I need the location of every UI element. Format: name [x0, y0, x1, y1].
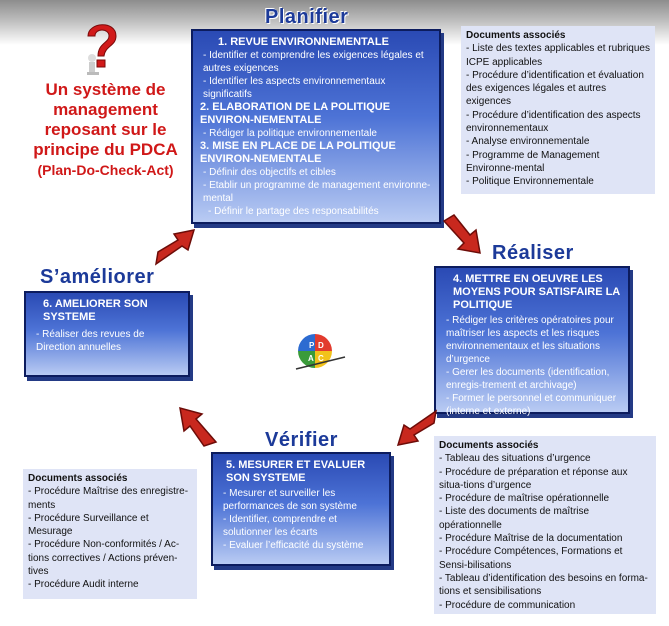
plan-item-2: - Identifier les aspects environnementau… [203, 76, 386, 100]
phase-title-check: Vérifier [265, 429, 338, 451]
do-doc-item: - Procédure Compétences, Formations et S… [439, 546, 623, 571]
act-box: 6. AMELIORER SON SYSTEME - Réaliser des … [24, 291, 190, 377]
plan-heading-3: 3. MISE EN PLACE DE LA POLITIQUE ENVIRON… [200, 140, 396, 165]
plan-doc-item: - Liste des textes applicables et rubriq… [466, 43, 650, 68]
do-doc-item: - Tableau d’identification des besoins e… [439, 572, 648, 598]
do-doc-item: - Tableau des situations d’urgence [439, 453, 591, 465]
pdca-letter-d: D [318, 341, 324, 350]
do-heading: 4. METTRE EN OEUVRE LES MOYENS POUR SATI… [453, 273, 620, 311]
pdca-letter-a: A [308, 354, 314, 363]
do-doc-item: - Liste des documents de maîtrise opérat… [439, 506, 590, 531]
headline-line-2: management [53, 100, 158, 119]
do-documents-title: Documents associés [439, 440, 539, 451]
plan-doc-item: - Procédure d’identification des aspects… [466, 109, 641, 135]
check-item-2: - Identifier, comprendre et solutionner … [223, 514, 337, 538]
arrow-do-to-check-icon [394, 405, 440, 456]
plan-item-6: - Définir le partage des responsabilités [208, 206, 379, 217]
check-doc-item: - Procédure Audit interne [28, 579, 139, 591]
act-heading: 6. AMELIORER SON SYSTEME [43, 298, 148, 323]
question-mark-icon [78, 18, 126, 78]
headline-line-1: Un système de [45, 80, 166, 99]
check-documents-title: Documents associés [28, 473, 128, 484]
check-heading: 5. MESURER ET EVALUER SON SYSTEME [226, 459, 366, 484]
check-doc-item: - Procédure Maîtrise des enregistre-ment… [28, 486, 189, 511]
arrow-act-to-plan-icon [152, 224, 198, 275]
do-box: 4. METTRE EN OEUVRE LES MOYENS POUR SATI… [434, 266, 630, 417]
check-item-3: - Evaluer l’efficacité du système [223, 540, 364, 551]
arrow-check-to-act-icon [174, 404, 220, 455]
plan-heading-2: 2. ELABORATION DE LA POLITIQUE ENVIRON-N… [200, 101, 391, 126]
headline-subtitle: (Plan-Do-Check-Act) [37, 162, 174, 178]
phase-title-act: S’améliorer [40, 266, 155, 288]
check-documents: Documents associés - Procédure Maîtrise … [23, 469, 197, 599]
do-doc-item: - Procédure de préparation et réponse au… [439, 466, 628, 491]
pdca-letter-c: C [318, 354, 324, 363]
do-doc-item: - Procédure Maîtrise de la documentation [439, 533, 623, 545]
plan-doc-item: - Analyse environnementale [466, 136, 590, 148]
plan-doc-item: - Procédure d’identification et évaluati… [466, 69, 644, 108]
do-doc-item: - Procédure de maîtrise opérationnelle [439, 493, 610, 505]
plan-doc-item: - Programme de Management Environne-ment… [466, 149, 600, 174]
plan-heading-1: 1. REVUE ENVIRONNEMENTALE [218, 36, 389, 48]
arrow-plan-to-do-icon [440, 213, 486, 264]
pdca-letter-p: P [309, 341, 315, 350]
plan-documents: Documents associés - Liste des textes ap… [461, 26, 655, 194]
check-doc-item: - Procédure Non-conformités / Ac-tions c… [28, 539, 180, 578]
check-doc-item: - Procédure Surveillance et Mesurage [28, 512, 149, 538]
do-doc-item: - Procédure de communication [439, 599, 576, 611]
pdca-wheel-icon: P D C A [293, 331, 349, 373]
headline-line-3: reposant sur le [44, 120, 167, 139]
check-box: 5. MESURER ET EVALUER SON SYSTEME - Mesu… [211, 452, 391, 566]
pdca-headline: Un système de management reposant sur le… [18, 80, 193, 180]
plan-item-3: - Rédiger la politique environnementale [203, 128, 377, 139]
plan-item-1: - Identifier et comprendre les exigences… [203, 50, 424, 74]
plan-documents-title: Documents associés [466, 30, 566, 41]
check-item-1: - Mesurer et surveiller les performances… [223, 488, 357, 512]
do-documents: Documents associés - Tableau des situati… [434, 436, 656, 614]
plan-box: 1. REVUE ENVIRONNEMENTALE - Identifier e… [191, 29, 441, 224]
plan-item-5: - Etablir un programme de management env… [203, 180, 431, 204]
do-item-1: - Rédiger les critères opératoires pour … [446, 315, 614, 365]
plan-doc-item: - Politique Environnementale [466, 176, 594, 188]
do-item-2: - Gerer les documents (identification, e… [446, 367, 610, 391]
do-item-3: - Former le personnel et communiquer (in… [446, 393, 617, 417]
headline-line-4: principe du PDCA [33, 140, 178, 159]
phase-title-do: Réaliser [492, 242, 574, 264]
act-item-1: - Réaliser des revues de Direction annue… [36, 329, 145, 353]
phase-title-plan: Planifier [265, 6, 349, 28]
plan-item-4: - Définir des objectifs et cibles [203, 167, 336, 178]
